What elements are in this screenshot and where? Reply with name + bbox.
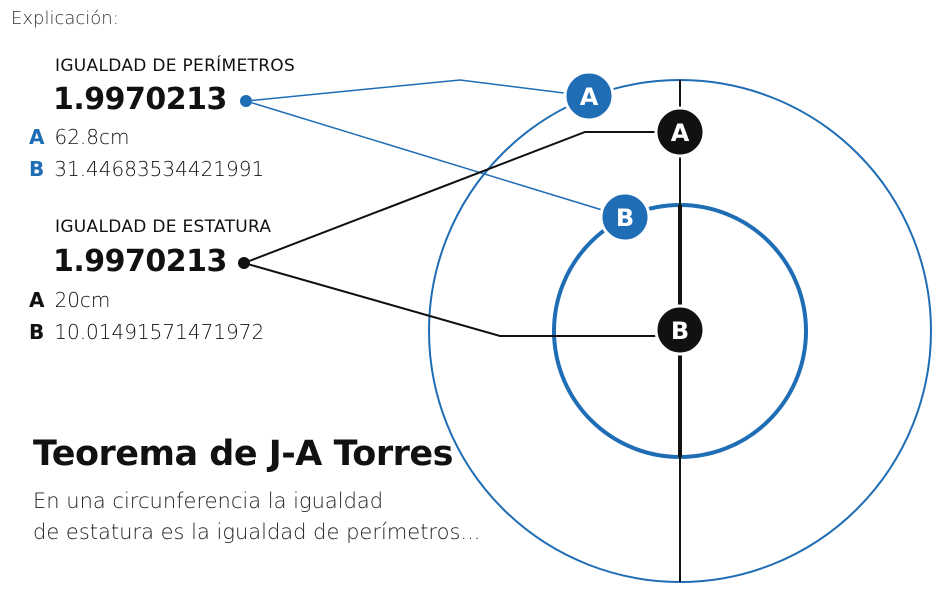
perimeter-connector-a [245,79,589,102]
height-b-badge: B [654,304,706,356]
height-b-value: 10.01491571471972 [54,320,265,344]
height-a-badge-label: A [671,119,690,147]
perimeter-b-badge: B [599,191,651,243]
perimeter-row-b: B 31.44683534421991 [29,157,264,181]
perimeter-dot [240,95,252,107]
height-title: IGUALDAD DE ESTATURA [55,217,272,237]
theorem-text: En una circunferencia la igualdad de est… [33,486,480,548]
perimeter-title: IGUALDAD DE PERÍMETROS [55,56,296,76]
height-row-a: A 20cm [29,288,110,312]
height-a-key: A [29,288,45,312]
perimeter-a-badge: A [563,70,615,122]
height-a-value: 20cm [54,288,111,312]
height-connector-b [243,262,680,337]
perimeter-a-badge-label: A [580,83,599,111]
height-value: 1.9970213 [53,244,227,279]
perimeter-connector-b [245,100,626,218]
height-a-badge: A [654,106,706,158]
height-dot [238,257,250,269]
theorem-title: Teorema de J-A Torres [33,434,453,474]
perimeter-a-key: A [29,125,45,149]
perimeter-value: 1.9970213 [53,82,227,117]
perimeter-b-key: B [29,157,45,181]
theorem-line-2: de estatura es la igualdad de perímetros… [33,520,481,544]
explanation-label: Explicación: [11,8,119,29]
perimeter-b-value: 31.44683534421991 [54,157,265,181]
perimeter-a-value: 62.8cm [54,125,130,149]
theorem-line-1: En una circunferencia la igualdad [33,489,384,513]
height-b-badge-label: B [671,317,689,345]
height-b-key: B [29,320,45,344]
perimeter-b-badge-label: B [616,204,634,232]
height-row-b: B 10.01491571471972 [29,320,264,344]
perimeter-row-a: A 62.8cm [29,125,130,149]
height-connector-a [243,131,680,264]
